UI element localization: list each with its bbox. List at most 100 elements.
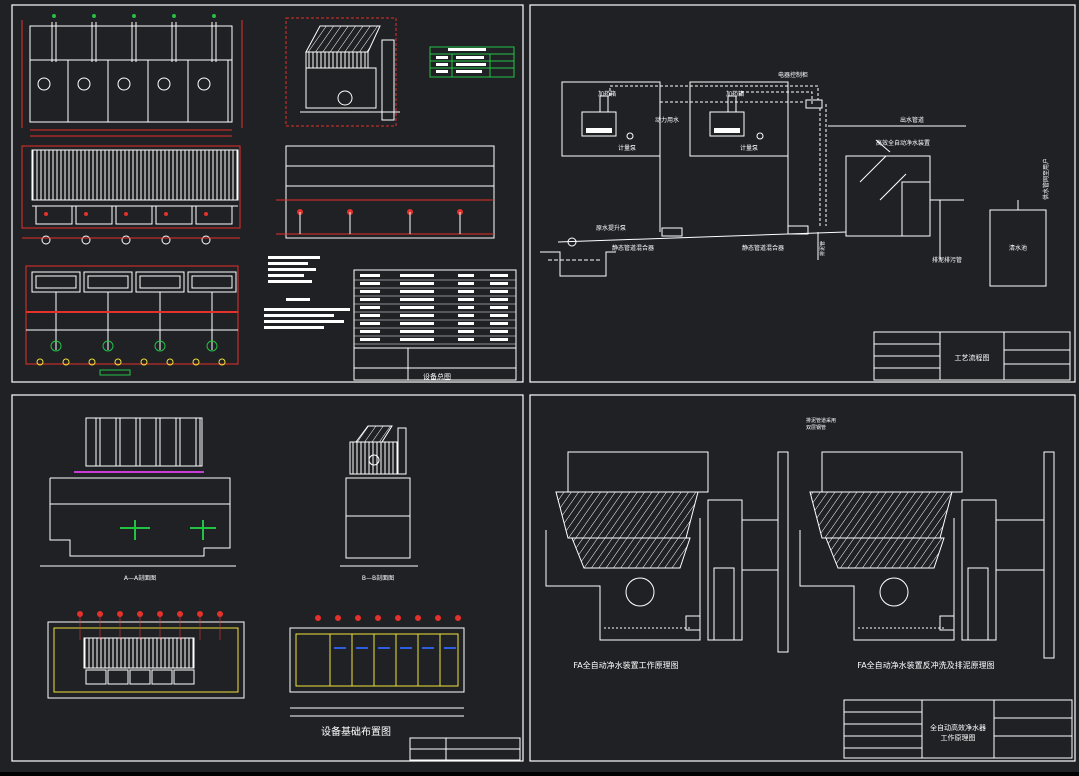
equipment-top-plan xyxy=(25,265,239,376)
parts-row-text xyxy=(490,306,508,309)
drain-valve xyxy=(41,235,51,245)
parts-row-text xyxy=(360,290,380,293)
label-drain-outlet: 排泥排污管 xyxy=(932,256,962,264)
inspection-port xyxy=(37,77,51,91)
callout-marker xyxy=(137,611,143,617)
parts-row-text xyxy=(490,290,508,293)
top-plan-inner xyxy=(87,275,129,289)
parts-row-text xyxy=(458,330,474,333)
parts-row-text xyxy=(458,274,474,277)
label-outlet-water: 出水管道 xyxy=(900,116,924,124)
callout-marker xyxy=(375,615,381,621)
label-clear-tank: 清水池 xyxy=(1009,244,1027,252)
plan-bottom-cell xyxy=(173,669,195,685)
parts-row-text xyxy=(490,274,508,277)
label-drain-sludge: 排泥管 xyxy=(819,241,826,256)
parts-row-text xyxy=(400,298,434,301)
inspection-port xyxy=(197,77,211,91)
principle-title-line1: 全自动高效净水器 xyxy=(930,723,986,732)
top-plan-port xyxy=(140,358,148,366)
parts-row-text xyxy=(490,298,508,301)
callout-marker xyxy=(315,615,321,621)
principle-unit-work: FA全自动净水装置工作原理图 xyxy=(545,451,789,670)
callout-marker xyxy=(212,14,216,18)
parts-row-text xyxy=(360,314,380,317)
label-metering-pump-2: 计量泵 xyxy=(740,144,758,152)
callout-marker xyxy=(117,611,123,617)
parts-row-text xyxy=(458,282,474,285)
callout-marker xyxy=(44,212,48,216)
sheet-equipment-general: 设备总图 xyxy=(11,4,524,383)
drain-valve xyxy=(201,235,211,245)
label-purifier: 高效全自动净水装置 xyxy=(876,139,930,147)
top-plan-port xyxy=(62,358,70,366)
equipment-side-view xyxy=(285,17,400,127)
inspection-port xyxy=(157,77,171,91)
plan-bottom-cell xyxy=(107,669,129,685)
inspection-port xyxy=(117,77,131,91)
top-plan-cell xyxy=(135,271,185,293)
label-raw-water-pump: 原水提升泵 xyxy=(596,224,626,232)
drain-valve xyxy=(161,235,171,245)
sheet-process-flow: 加药箱 加药箱 计量泵 计量泵 动力用水 电器控制柜 出水管道 高效全自动净水装… xyxy=(529,4,1076,383)
principle-unit-backwash: FA全自动净水装置反冲洗及排泥原理图 xyxy=(799,451,1055,670)
callout-marker xyxy=(395,615,401,621)
top-plan-cell xyxy=(83,271,133,293)
label-static-mixer-1: 静态管道混合器 xyxy=(612,244,654,252)
callout-marker xyxy=(455,615,461,621)
section-a-caption: A—A剖面图 xyxy=(124,574,156,582)
label-supply-network: 供水管网至用户 xyxy=(1042,158,1050,200)
parts-row-text xyxy=(458,290,474,293)
parts-row-text xyxy=(400,338,434,341)
top-plan-inner xyxy=(139,275,181,289)
top-plan-valve xyxy=(206,340,218,352)
parts-row-text xyxy=(490,338,508,341)
callout-marker xyxy=(172,14,176,18)
top-note: 排泥管道采用双层钢管 xyxy=(806,417,836,431)
sheet-working-principle: FA全自动净水装置工作原理图 FA全自动净水装置反冲洗及排泥原理图 排泥管道采用… xyxy=(529,394,1076,762)
label-electrical-control-box: 电器控制柜 xyxy=(778,71,808,79)
plan-bottom-cell xyxy=(151,669,173,685)
parts-row-text xyxy=(490,282,508,285)
parts-row-text xyxy=(458,322,474,325)
section-b-view: B—B剖面图 xyxy=(340,425,418,582)
top-note-line: 排泥管道采用 xyxy=(806,417,836,424)
callout-marker xyxy=(435,615,441,621)
top-plan-cell xyxy=(31,271,81,293)
section-b-caption: B—B剖面图 xyxy=(362,574,394,582)
plan-cell xyxy=(115,205,153,225)
parts-row-text xyxy=(360,330,380,333)
title-block-process: 工艺流程图 xyxy=(873,331,1071,381)
callout-marker xyxy=(217,611,223,617)
top-plan-valve xyxy=(102,340,114,352)
parts-row-text xyxy=(400,330,434,333)
section-a-view: A—A剖面图 xyxy=(40,417,236,582)
top-plan-port xyxy=(166,358,174,366)
top-plan-valve xyxy=(50,340,62,352)
title-block-foundation xyxy=(409,737,521,761)
label-static-mixer-2: 静态管道混合器 xyxy=(742,244,784,252)
top-plan-port xyxy=(36,358,44,366)
caption-backwash-principle: FA全自动净水装置反冲洗及排泥原理图 xyxy=(857,660,994,670)
callout-marker xyxy=(84,212,88,216)
parts-row-text xyxy=(360,298,380,301)
parts-row-text xyxy=(458,306,474,309)
callout-marker xyxy=(97,611,103,617)
parts-row-text xyxy=(458,314,474,317)
callout-marker xyxy=(355,615,361,621)
callout-marker xyxy=(157,611,163,617)
label-dosing-box-1: 加药箱 xyxy=(598,90,616,98)
callout-marker xyxy=(164,212,168,216)
callout-marker xyxy=(335,615,341,621)
top-plan-cell xyxy=(187,271,237,293)
principle-title-line2: 工作原理图 xyxy=(941,733,976,742)
plan-bottom-cell xyxy=(85,669,107,685)
parts-row-text xyxy=(360,322,380,325)
top-plan-valve xyxy=(154,340,166,352)
foundation-title: 设备基础布置图 xyxy=(321,725,391,738)
parts-row-text xyxy=(458,298,474,301)
drain-valve xyxy=(121,235,131,245)
parts-row-text xyxy=(400,274,434,277)
